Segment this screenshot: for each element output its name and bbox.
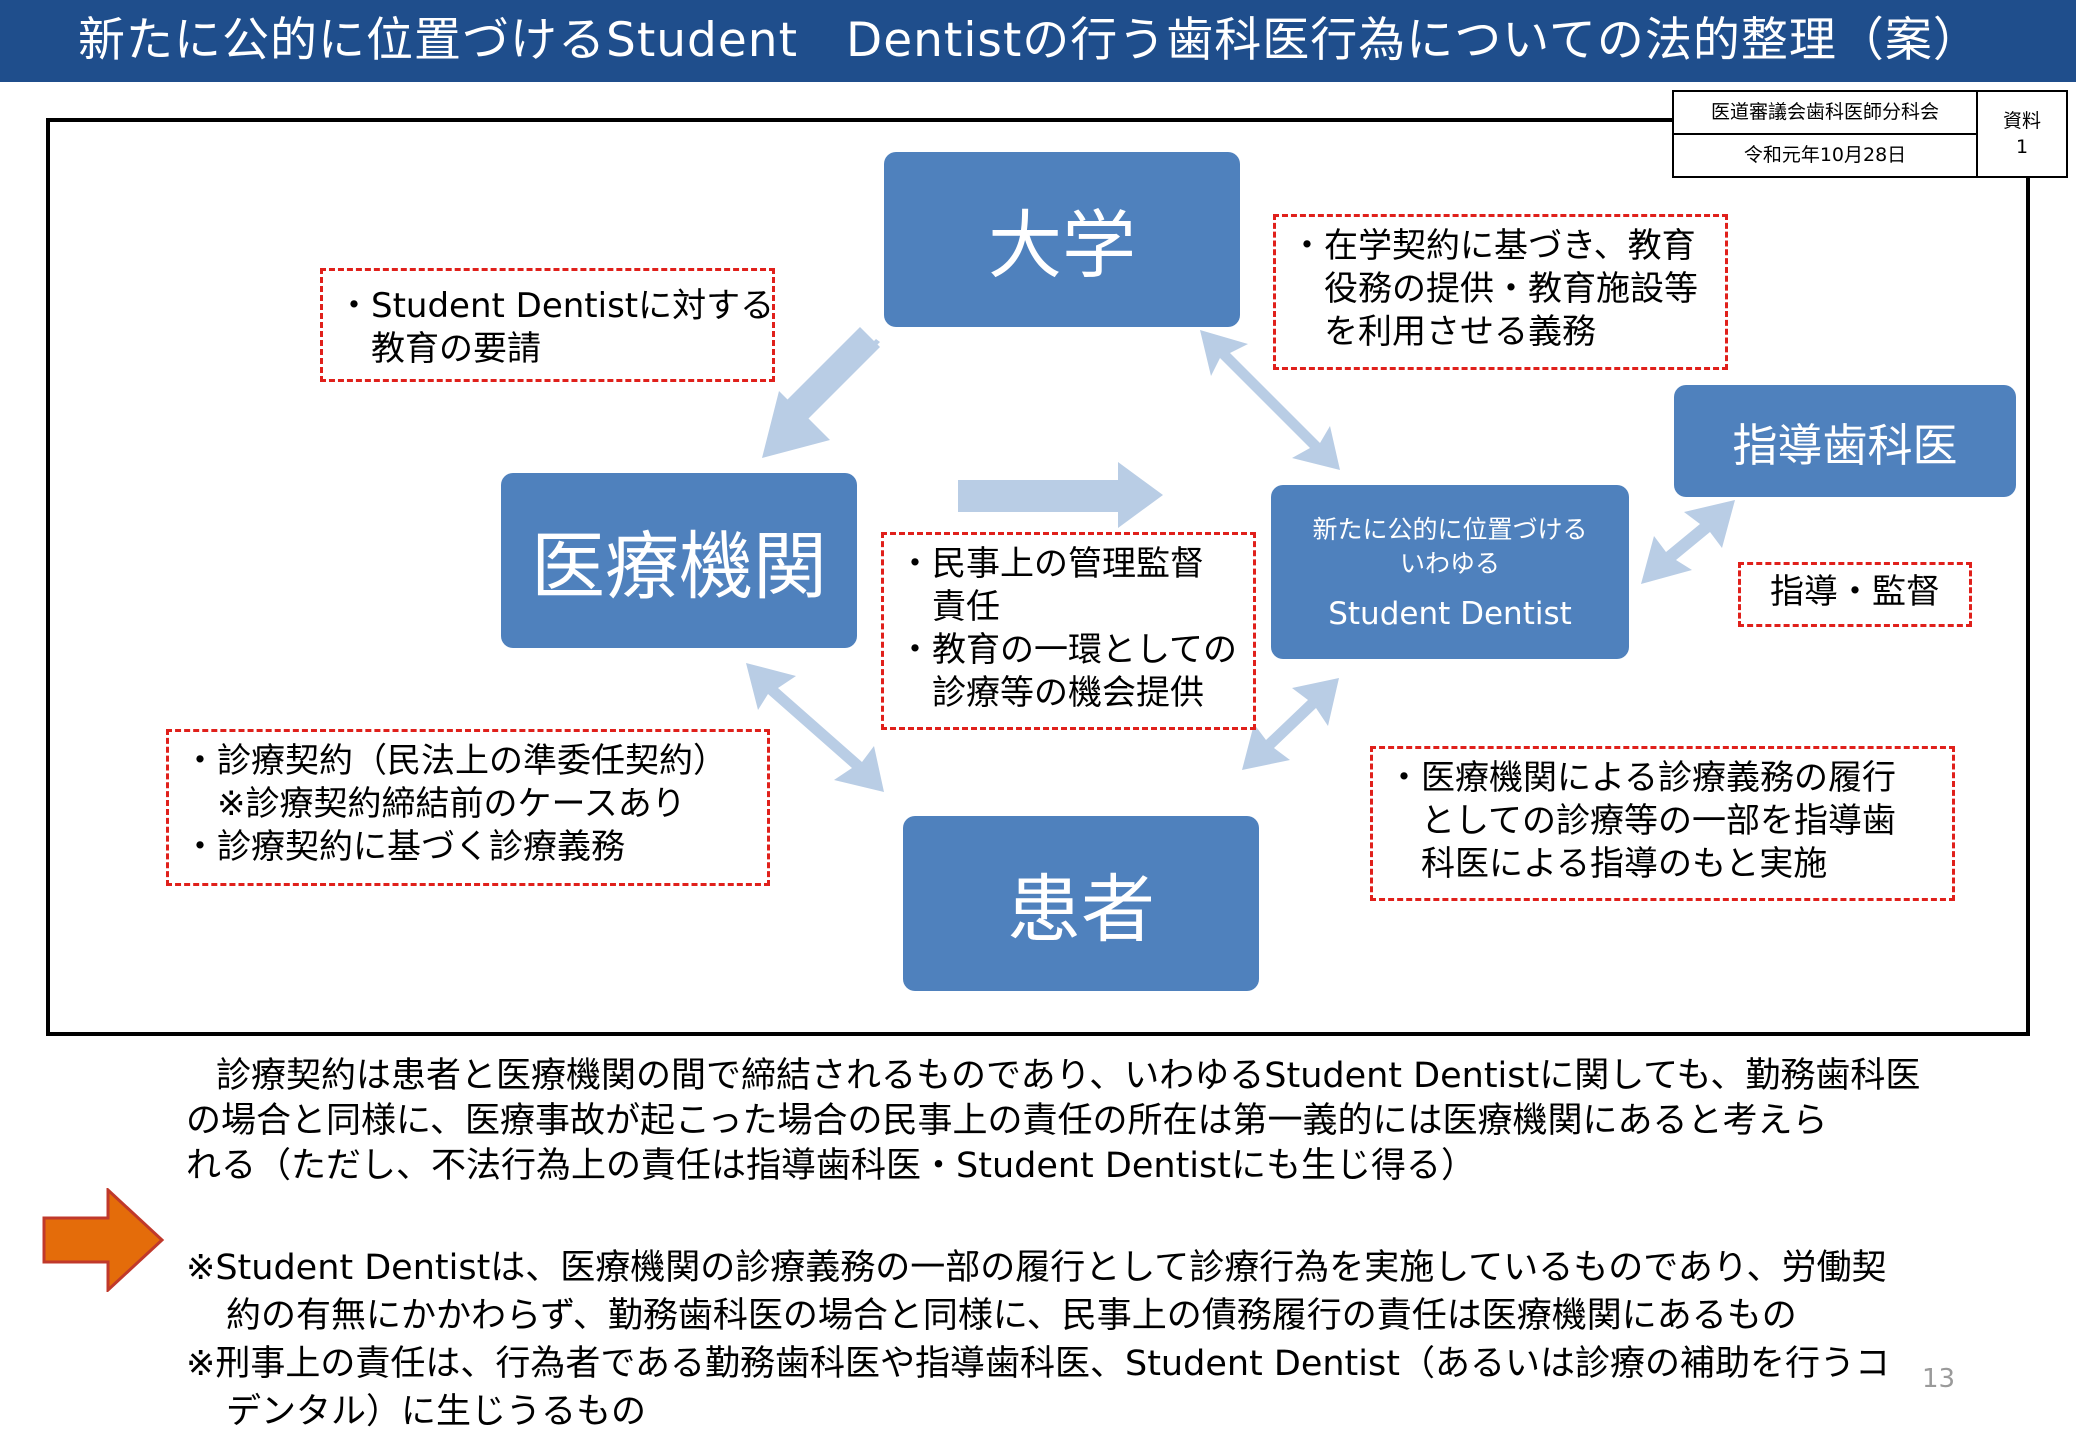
page-number: 13 (1922, 1364, 1956, 1394)
arrow-hospital-patient (746, 663, 884, 792)
note-line: ・民事上の管理監督 (898, 544, 1204, 584)
sd-label-line1: 新たに公的に位置づける (1312, 515, 1588, 544)
arrow-university-student-dentist (1200, 330, 1340, 470)
orange-arrow-icon (42, 1188, 165, 1292)
explanation-paragraph: 診療契約は患者と医療機関の間で締結されるものであり、いわゆるStudent De… (186, 1054, 2026, 1189)
note-line: 責任 (898, 587, 1000, 627)
meta-doc-label-cell: 資料 1 (1978, 92, 2066, 176)
note-guidance: 指導・監督 (1738, 562, 1972, 627)
page-title: 新たに公的に位置づけるStudent Dentistの行う歯科医行為についての法… (0, 0, 2076, 82)
footnotes: ※Student Dentistは、医療機関の診療義務の一部の履行として診療行為… (186, 1244, 2056, 1436)
diagram-frame (46, 118, 2030, 1036)
meta-committee: 医道審議会歯科医師分科会 (1674, 92, 1976, 135)
arrow-student-dentist-patient (1242, 678, 1339, 770)
paragraph-line: の場合と同様に、医療事故が起こった場合の民事上の責任の所在は第一義的には医療機関… (186, 1101, 1828, 1141)
note-care-contract: ・診療契約（民法上の準委任契約） ※診療契約締結前のケースあり ・診療契約に基づ… (166, 729, 770, 886)
student-dentist-node: 新たに公的に位置づける いわゆる Student Dentist (1271, 485, 1629, 659)
meta-left-cell: 医道審議会歯科医師分科会 令和元年10月28日 (1674, 92, 1978, 176)
note-line: を利用させる義務 (1290, 312, 1596, 352)
university-node: 大学 (884, 152, 1240, 327)
note-education-request: ・Student Dentistに対する 教育の要請 (320, 268, 775, 382)
paragraph-line: れる（ただし、不法行為上の責任は指導歯科医・Student Dentistにも生… (186, 1146, 1476, 1186)
footnote-line: 約の有無にかかわらず、勤務歯科医の場合と同様に、民事上の債務履行の責任は医療機関… (226, 1296, 1797, 1336)
hospital-node: 医療機関 (501, 473, 857, 648)
meta-doc-number: 1 (2015, 136, 2029, 158)
note-care-duty: ・医療機関による診療義務の履行 としての診療等の一部を指導歯 科医による指導のも… (1370, 746, 1955, 901)
note-line: ・Student Dentistに対する (337, 286, 775, 326)
footnote-line: ※刑事上の責任は、行為者である勤務歯科医や指導歯科医、Student Denti… (186, 1344, 1890, 1384)
note-line: 診療等の機会提供 (898, 673, 1204, 713)
note-line: ・医療機関による診療義務の履行 (1387, 758, 1896, 798)
footnote-line: ※Student Dentistは、医療機関の診療義務の一部の履行として診療行為… (186, 1248, 1887, 1288)
mentor-dentist-node: 指導歯科医 (1674, 385, 2016, 497)
note-university-duty: ・在学契約に基づき、教育 役務の提供・教育施設等 を利用させる義務 (1273, 214, 1728, 370)
note-line: ・在学契約に基づき、教育 (1290, 226, 1696, 266)
note-line: 科医による指導のもと実施 (1387, 844, 1828, 884)
meta-date: 令和元年10月28日 (1743, 144, 1907, 166)
note-line: としての診療等の一部を指導歯 (1387, 801, 1896, 841)
document-meta-table: 医道審議会歯科医師分科会 令和元年10月28日 資料 1 (1672, 90, 2068, 178)
note-line: ※診療契約締結前のケースあり (183, 784, 686, 824)
footnote-line: デンタル）に生じうるもの (226, 1392, 647, 1432)
paragraph-line: 診療契約は患者と医療機関の間で締結されるものであり、いわゆるStudent De… (216, 1056, 1921, 1096)
note-line: ・診療契約に基づく診療義務 (183, 827, 625, 867)
sd-label-line2: いわゆる (1399, 549, 1500, 578)
note-line: 役務の提供・教育施設等 (1290, 269, 1698, 309)
note-civil-management: ・民事上の管理監督 責任 ・教育の一環としての 診療等の機会提供 (881, 532, 1256, 730)
sd-label-line3: Student Dentist (1328, 596, 1572, 632)
note-line: 指導・監督 (1770, 572, 1940, 612)
note-line: 教育の要請 (337, 329, 541, 369)
note-line: ・教育の一環としての (898, 630, 1237, 670)
patient-node: 患者 (903, 816, 1259, 991)
arrow-mentor-student-dentist (1641, 500, 1735, 584)
arrow-univ-hosp-shaft (784, 327, 880, 423)
note-line: ・診療契約（民法上の準委任契約） (183, 741, 727, 781)
meta-doc-label: 資料 (2002, 110, 2041, 132)
arrow-hospital-to-student-dentist (958, 462, 1163, 528)
